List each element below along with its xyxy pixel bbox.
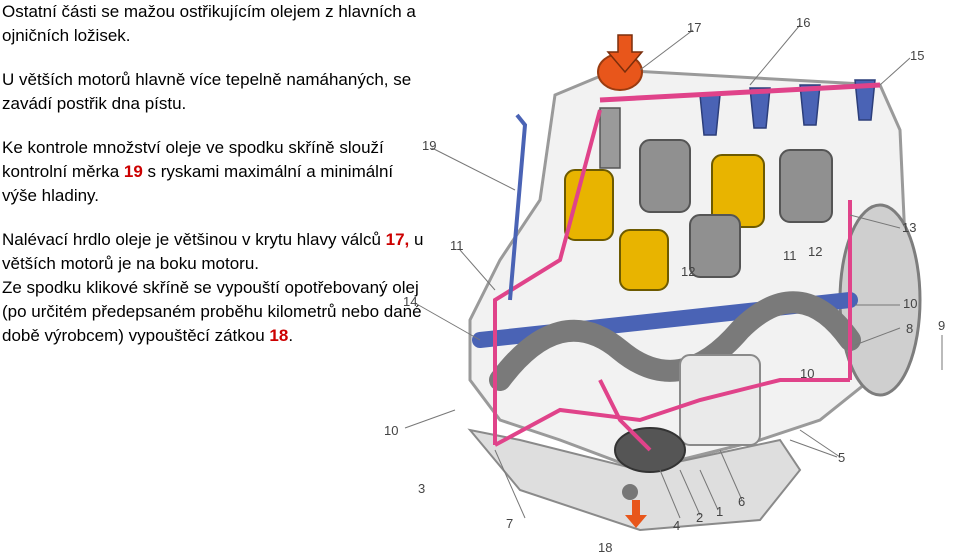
label-10c: 10 (384, 423, 398, 438)
label-3: 3 (418, 481, 425, 496)
label-9: 9 (938, 318, 945, 333)
label-7: 7 (506, 516, 513, 531)
label-18: 18 (598, 540, 612, 555)
oil-pan (467, 428, 802, 532)
ref-19: 19 (123, 162, 143, 181)
rocker-shaft (599, 82, 881, 103)
label-5: 5 (838, 450, 845, 465)
paragraph-4-text-b: u větších motorů je na boku motoru. (2, 230, 424, 273)
label-16: 16 (796, 15, 810, 30)
paragraph-5: Ze spodku klikové skříně se vypouští opo… (2, 276, 427, 348)
label-17: 17 (687, 20, 701, 35)
leader-lines (404, 24, 943, 519)
label-13: 13 (902, 220, 916, 235)
piston-2 (639, 139, 691, 213)
label-2: 2 (696, 510, 703, 525)
paragraph-4-text-a: Nalévací hrdlo oleje je většinou v krytu… (2, 230, 386, 249)
piston-6 (689, 214, 741, 278)
drain-arrow-icon (625, 500, 647, 528)
oil-path (493, 109, 852, 452)
paragraph-3-text-a: Ke kontrole množství oleje ve spodku skř… (2, 138, 384, 181)
paragraph-5-text-a: Ze spodku klikové skříně se vypouští opo… (2, 278, 422, 345)
paragraph-1-text: Ostatní části se mažou ostřikujícím olej… (2, 2, 416, 45)
pistons (564, 139, 833, 291)
drain-plug (622, 484, 638, 500)
paragraph-5-text-b: . (288, 326, 294, 345)
label-14: 14 (403, 294, 417, 309)
paragraph-1: Ostatní části se mažou ostřikujícím olej… (2, 0, 427, 48)
paragraph-2: U větších motorů hlavně více tepelně nam… (2, 68, 427, 116)
label-11b: 11 (783, 248, 797, 263)
piston-5 (619, 229, 669, 291)
ref-18: 18 (269, 326, 289, 345)
dipstick (508, 113, 528, 301)
label-15: 15 (910, 48, 924, 63)
text-column: Ostatní části se mažou ostřikujícím olej… (2, 0, 427, 348)
label-11: 11 (450, 238, 464, 253)
paragraph-3-text-b: s ryskami maximální a minimální výše hla… (2, 162, 394, 205)
label-12b: 12 (808, 244, 822, 259)
filler-arrow-icon (606, 34, 644, 74)
oil-filter (679, 354, 761, 446)
label-8: 8 (906, 321, 913, 336)
engine-lubrication-diagram: 17 16 15 19 13 11 14 12 12 11 10 10 10 8… (384, 15, 945, 555)
label-12a: 12 (681, 264, 695, 279)
label-6: 6 (738, 494, 745, 509)
paragraph-3: Ke kontrole množství oleje ve spodku skř… (2, 136, 427, 208)
label-1: 1 (716, 504, 723, 519)
paragraph-4: Nalévací hrdlo oleje je většinou v krytu… (2, 228, 427, 276)
label-19: 19 (422, 138, 436, 153)
label-10a: 10 (903, 296, 917, 311)
valve-train (599, 79, 876, 169)
label-10b: 10 (800, 366, 814, 381)
piston-1 (564, 169, 614, 241)
paragraph-2-text: U větších motorů hlavně více tepelně nam… (2, 70, 412, 113)
ref-17: 17, (385, 230, 410, 249)
label-4: 4 (673, 518, 680, 533)
piston-4 (779, 149, 833, 223)
